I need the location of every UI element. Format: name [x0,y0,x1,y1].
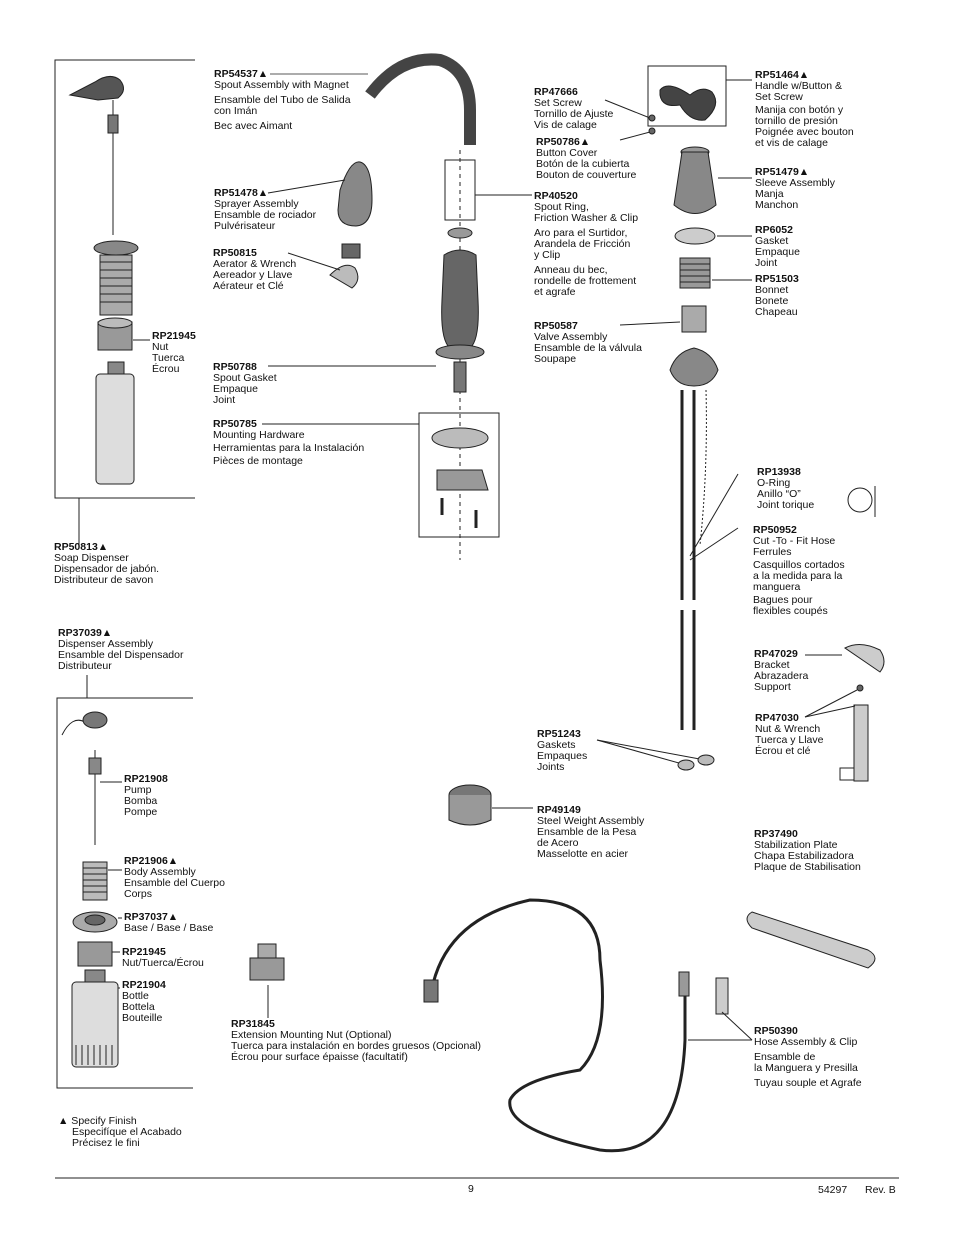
label-dispenser-assembly: RP37039▲ Dispenser Assembly Ensamble del… [58,627,184,672]
dispenser-assembly-box [56,675,193,1089]
label-hose-assembly: RP50390 Hose Assembly & Clip Ensamble de… [754,1025,862,1089]
stabilization-plate-illustration [746,911,876,969]
label-nut-wrench: RP47030 Nut & Wrench Tuerca y Llave Écro… [755,712,824,757]
bonnet-illustration [679,257,711,289]
label-stabilization-plate: RP37490 Stabilization Plate Chapa Estabi… [754,828,861,873]
label-ferrules: RP50952 Cut -To - Fit Hose Ferrules Casq… [753,524,845,617]
dispenser-base-illustration [72,911,118,933]
bracket-illustration [844,644,885,673]
mounting-hardware-illustration [431,427,489,528]
soap-pump-head-illustration [68,76,124,235]
label-sprayer-assembly: RP51478▲ Sprayer Assembly Ensamble de ro… [214,187,317,232]
label-bonnet: RP51503 Bonnet Bonete Chapeau [755,273,799,318]
revision: Rev. B [865,1184,896,1196]
specify-finish-note: ▲ Specify Finish Especifíque el Acabado … [58,1115,182,1149]
handle-illustration [659,85,717,121]
valve-illustration [619,305,719,387]
label-steel-weight: RP49149 Steel Weight Assembly Ensamble d… [537,804,645,860]
extension-nut-illustration [249,943,285,981]
label-sleeve: RP51479▲ Sleeve Assembly Manja Manchon [755,166,835,211]
document-number: 54297 [818,1184,848,1196]
sleeve-illustration [673,146,717,214]
label-valve-assembly: RP50587 Valve Assembly Ensamble de la vá… [534,320,642,365]
label-button-cover: RP50786▲ Button Cover Botón de la cubier… [536,136,637,181]
o-ring-detail-circle [847,487,873,513]
dispenser-pump-illustration [61,711,108,845]
gasket-illustration [674,227,716,245]
soap-bottle-illustration [95,361,135,485]
steel-weight-illustration [448,784,492,826]
label-nut-soap: RP21945 Nut Tuerca Écrou [152,330,196,375]
label-bracket: RP47029 Bracket Abrazadera Support [754,648,809,693]
sprayer-illustration [267,161,373,227]
label-nut-dispenser: RP21945 Nut/Tuerca/Écrou [122,946,204,969]
mounting-hardware-box [418,412,500,538]
page-number: 9 [468,1183,474,1195]
label-pump: RP21908 Pump Bomba Pompe [124,773,168,818]
label-gaskets: RP51243 Gaskets Empaques Joints [537,728,588,773]
label-soap-dispenser: RP50813▲ Soap Dispenser Dispensador de j… [54,541,160,586]
label-spout-gasket: RP50788 Spout Gasket Empaque Joint [213,361,277,406]
label-extension-nut: RP31845 Extension Mounting Nut (Optional… [231,1018,481,1063]
label-spout-ring: RP40520 Spout Ring, Friction Washer & Cl… [534,190,639,298]
label-handle: RP51464▲ Handle w/Button & Set Screw Man… [755,69,854,149]
handle-box [647,65,727,127]
spout-illustration [270,53,476,145]
soap-body-illustration [93,240,139,316]
spout-ring-box [444,159,476,221]
label-o-ring: RP13938 O-Ring Anillo “O” Joint torique [757,466,815,511]
dispenser-nut-illustration [77,941,113,967]
label-base: RP37037▲ Base / Base / Base [124,911,214,934]
bracket-nut-illustration [839,684,869,782]
label-spout-assembly: RP54537▲ Spout Assembly with Magnet Ensa… [214,68,351,132]
label-body-assembly: RP21906▲ Body Assembly Ensamble del Cuer… [124,855,225,900]
dispenser-bottle-illustration [71,969,119,1068]
label-aerator: RP50815 Aerator & Wrench Aereador y Llav… [213,247,297,292]
hose-illustration [423,898,729,1153]
label-set-screw: RP47666 Set Screw Tornillo de Ajuste Vis… [534,86,614,131]
gaskets-illustration [596,739,715,771]
label-bottle: RP21904 Bottle Bottela Bouteille [122,979,166,1024]
soap-nut-illustration [97,317,133,351]
label-gasket: RP6052 Gasket Empaque Joint [755,224,800,269]
dispenser-body-illustration [82,861,108,901]
aerator-illustration [287,243,361,289]
spout-body-illustration [435,227,485,393]
label-mounting-hardware: RP50785 Mounting Hardware Herramientas p… [213,418,365,467]
soap-dispenser-box [54,59,195,545]
hoses-illustration [680,389,707,730]
